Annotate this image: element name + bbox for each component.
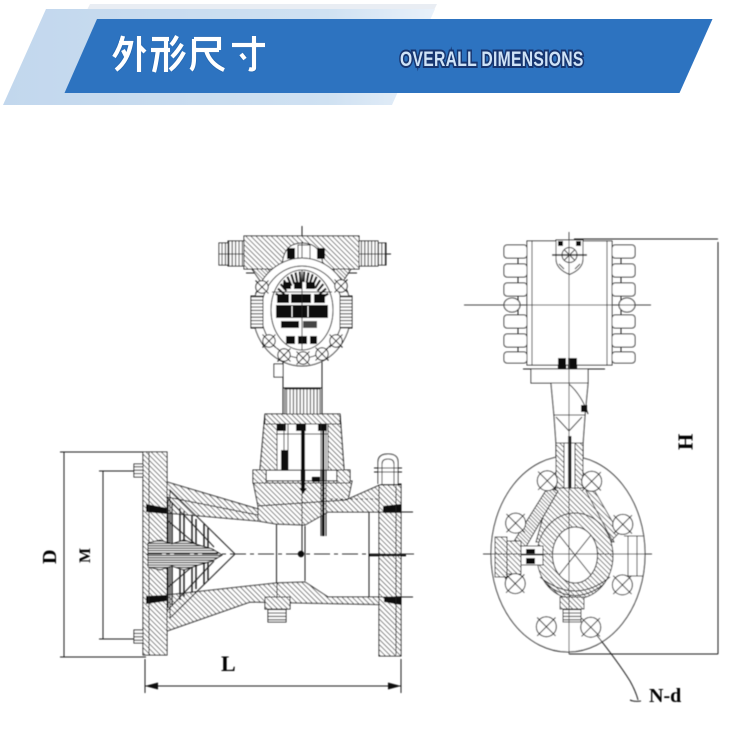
svg-text:H: H (674, 434, 698, 450)
svg-text:D: D (39, 550, 61, 564)
svg-text:OVERALL DIMENSIONS: OVERALL DIMENSIONS (400, 47, 584, 71)
svg-text:L: L (221, 651, 236, 676)
svg-text:N-d: N-d (649, 685, 681, 707)
svg-text:M: M (77, 548, 94, 563)
